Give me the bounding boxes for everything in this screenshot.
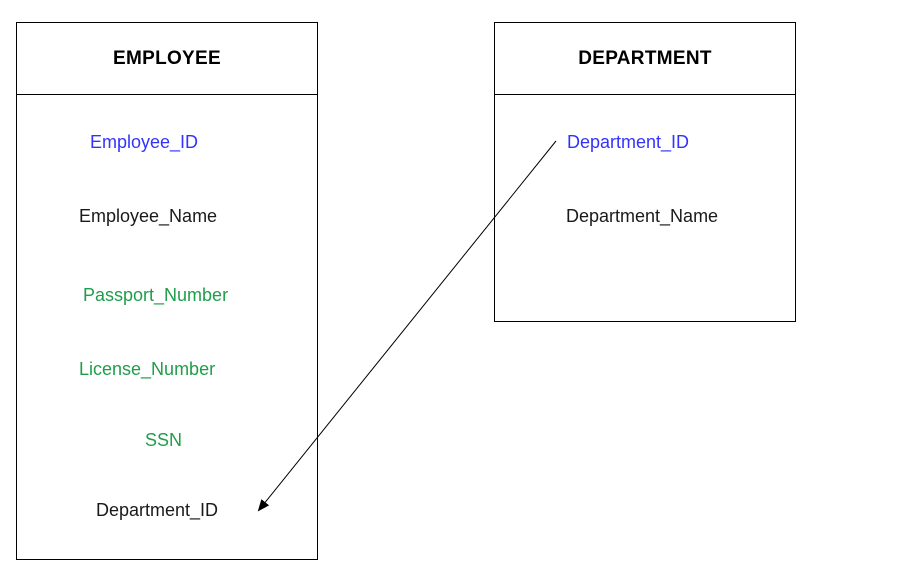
employee-attribute-passport-number: Passport_Number: [83, 285, 229, 305]
employee-attribute-ssn: SSN: [145, 430, 183, 450]
employee-attribute-employee-id: Employee_ID: [90, 132, 199, 152]
department-entity-title: DEPARTMENT: [495, 23, 795, 95]
employee-attribute-employee-name: Employee_Name: [79, 206, 218, 226]
department-attribute-department-id: Department_ID: [567, 132, 690, 152]
employee-entity-title: EMPLOYEE: [17, 23, 317, 95]
employee-entity: EMPLOYEE Employee_ID Employee_Name Passp…: [16, 22, 318, 560]
employee-attribute-department-id: Department_ID: [96, 500, 219, 520]
department-attribute-department-name: Department_Name: [566, 206, 719, 226]
employee-attribute-license-number: License_Number: [79, 359, 216, 379]
department-entity: DEPARTMENT Department_ID Department_Name: [494, 22, 796, 322]
